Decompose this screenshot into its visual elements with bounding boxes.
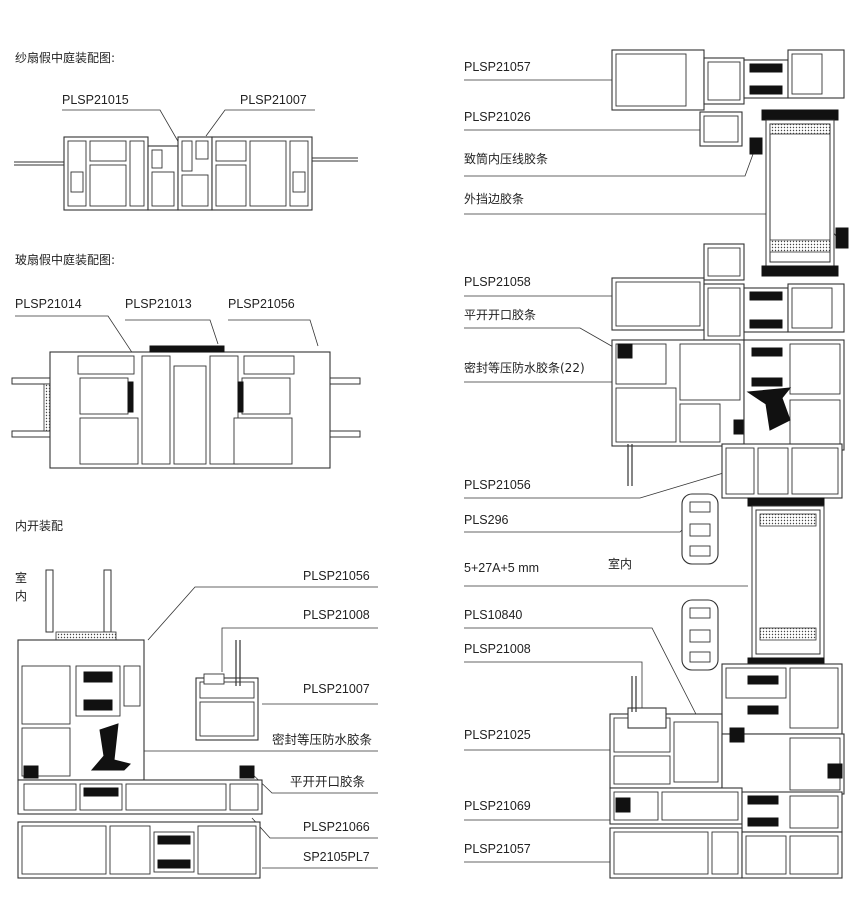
- profile-sash-inward: [17, 639, 145, 781]
- label-plsp21013: PLSP21013: [125, 297, 192, 311]
- leader-plsp21056-inward: [147, 586, 378, 641]
- room-label-line1: 室: [15, 570, 27, 585]
- label-seal-strip-inward: 密封等压防水胶条: [272, 732, 373, 747]
- lower-glass-unit: [747, 505, 825, 667]
- profile-transom-right: [611, 243, 845, 341]
- label-seal-strip-22: 密封等压防水胶条(22): [464, 360, 585, 375]
- glass-sash-section: PLSP21014 PLSP21013 PLSP21056: [11, 297, 361, 469]
- label-plsp21007-inward: PLSP21007: [303, 682, 370, 696]
- label-plsp21008-right: PLSP21008: [464, 642, 531, 656]
- leader-opening-strip-inward: [247, 769, 378, 794]
- leader-plsp21008-inward: [221, 627, 378, 672]
- label-plsp21025: PLSP21025: [464, 728, 531, 742]
- label-plsp21057-bottom: PLSP21057: [464, 842, 531, 856]
- leader-opening-strip-right: [464, 327, 623, 353]
- profile-bottom-frame-right: [609, 787, 843, 879]
- inward-opening-section: 室 内 PLSP21056 PLSP21008 PLSP21007 密封等压防水…: [15, 569, 378, 879]
- leader-seal-strip-inward: [117, 750, 378, 769]
- profile-mullion-mid-right: [721, 443, 843, 507]
- leader-plsp21056-right: [464, 467, 741, 499]
- label-opening-strip-right: 平开开口胶条: [464, 307, 536, 322]
- profile-mullion-inward: [17, 821, 261, 879]
- label-pls10840: PLS10840: [464, 608, 522, 622]
- leader-plsp21008-right: [464, 661, 643, 710]
- label-pls296: PLS296: [464, 513, 509, 527]
- label-plsp21026: PLSP21026: [464, 110, 531, 124]
- label-plsp21007: PLSP21007: [240, 93, 307, 107]
- glass-sash-title: 玻扇假中庭装配图:: [15, 252, 115, 267]
- label-inner-bead-strip: 致筒内压线胶条: [464, 151, 548, 166]
- label-plsp21056: PLSP21056: [228, 297, 295, 311]
- label-plsp21069: PLSP21069: [464, 799, 531, 813]
- label-glass-spec: 5+27A+5 mm: [464, 561, 539, 575]
- label-plsp21056-right: PLSP21056: [464, 478, 531, 492]
- inward-opening-title: 内开装配: [15, 519, 63, 533]
- profile-pls10840: [681, 599, 719, 671]
- screen-sash-section: PLSP21015 PLSP21007: [14, 93, 358, 211]
- profile-frame-inward: [17, 765, 263, 815]
- room-label-line2: 内: [15, 589, 27, 603]
- screen-sash-title: 纱扇假中庭装配图:: [15, 50, 115, 65]
- profile-interlock-15: [147, 145, 179, 211]
- leader-plsp21056: [228, 319, 319, 347]
- profile-pls296: [681, 493, 719, 565]
- profile-top-frame-right: [611, 49, 845, 147]
- leader-plsp21007: [205, 109, 315, 137]
- label-plsp21015: PLSP21015: [62, 93, 129, 107]
- leader-inner-bead-strip: [464, 145, 757, 177]
- leader-plsp21015: [62, 109, 184, 151]
- leader-plsp21013: [125, 319, 219, 345]
- profile-lower-frame-right: [609, 663, 845, 795]
- label-plsp21057-top: PLSP21057: [464, 60, 531, 74]
- label-plsp21056-inward: PLSP21056: [303, 569, 370, 583]
- label-plsp21014: PLSP21014: [15, 297, 82, 311]
- leader-pls10840: [464, 627, 701, 723]
- label-sp2105pl7: SP2105PL7: [303, 850, 370, 864]
- profile-frame-glass: [49, 345, 331, 469]
- label-plsp21066: PLSP21066: [303, 820, 370, 834]
- label-plsp21058: PLSP21058: [464, 275, 531, 289]
- profile-sash-right: [611, 339, 845, 486]
- label-plsp21008-inward: PLSP21008: [303, 608, 370, 622]
- label-room-right: 室内: [608, 556, 632, 571]
- profile-adapter-inward: [195, 640, 259, 741]
- label-opening-strip-inward: 平开开口胶条: [290, 774, 366, 789]
- label-outer-edge-strip: 外挡边胶条: [464, 191, 524, 206]
- profile-interlock-07: [177, 136, 213, 211]
- profile-right-screen-sash: [211, 136, 313, 211]
- profile-left-screen-sash: [63, 136, 149, 211]
- right-section: PLSP21057 PLSP21026 致筒内压线胶条 外挡边胶条 PLSP21…: [464, 49, 849, 879]
- upper-glass-unit: [749, 109, 849, 277]
